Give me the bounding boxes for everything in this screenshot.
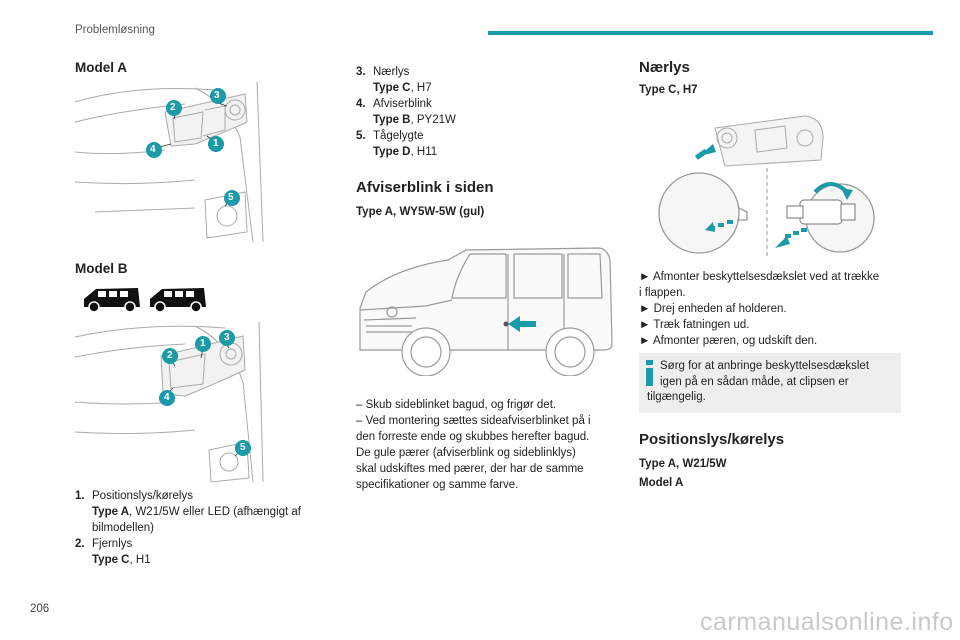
naerlys-steps: ► Afmonter beskyttelsesdækslet ved at tr… xyxy=(639,271,880,347)
naerlys-heading: Nærlys xyxy=(639,59,690,76)
side-indicator-heading: Afviserblink i siden xyxy=(356,179,494,196)
section-accent-bar xyxy=(488,31,933,35)
callout-markers xyxy=(146,88,240,206)
positionslys-model: Model A xyxy=(639,477,684,489)
bulb-list-part1: 1.Positionslys/kørelys Type A, W21/5W el… xyxy=(75,488,325,568)
positionslys-type: Type A, W21/5W xyxy=(639,458,727,470)
page-number: 206 xyxy=(30,603,50,615)
callout-markers xyxy=(159,330,251,456)
van-side-indicator-illustration xyxy=(356,247,616,380)
callout-2-label-b: 2 xyxy=(167,350,173,361)
side-indicator-type: Type A, WY5W-5W (gul) xyxy=(356,206,485,218)
callout-2-label: 2 xyxy=(170,102,176,113)
van-silhouette-icons xyxy=(84,288,206,313)
model-a-headlight-illustration xyxy=(75,82,264,243)
callout-3-label: 3 xyxy=(214,90,220,101)
callout-1-label: 1 xyxy=(213,138,219,149)
side-indicator-instructions: – Skub sideblinket bagud, og frigør det.… xyxy=(356,399,591,491)
callout-4-label-b: 4 xyxy=(164,392,170,403)
list-item: 2.Fjernlys Type C, H1 xyxy=(75,538,151,566)
callout-3-label-b: 3 xyxy=(224,332,230,343)
section-title: Problemløsning xyxy=(75,24,155,36)
callout-5-label-b: 5 xyxy=(240,442,246,453)
callout-4-label: 4 xyxy=(150,144,156,155)
bulb-replacement-illustration xyxy=(658,115,875,258)
list-item: 4.Afviserblink Type B, PY21W xyxy=(356,98,456,126)
callout-1-label-b: 1 xyxy=(200,338,206,349)
info-icon xyxy=(646,360,653,386)
naerlys-type: Type C, H7 xyxy=(639,84,698,96)
list-item: 5.Tågelygte Type D, H11 xyxy=(356,130,438,158)
list-item: 1.Positionslys/kørelys Type A, W21/5W el… xyxy=(75,490,301,534)
callout-5-label: 5 xyxy=(228,192,234,203)
model-a-heading: Model A xyxy=(75,60,127,75)
model-b-headlight-illustration xyxy=(75,322,264,483)
list-item: 3.Nærlys Type C, H7 xyxy=(356,66,432,94)
info-note-box: Sørg for at anbringe beskyttelsesdækslet… xyxy=(639,353,901,413)
watermark: carmanualsonline.info xyxy=(700,608,954,636)
info-note-text: Sørg for at anbringe beskyttelsesdækslet… xyxy=(647,360,870,403)
positionslys-heading: Positionslys/kørelys xyxy=(639,431,785,448)
bulb-list-part2: 3.Nærlys Type C, H7 4.Afviserblink Type … xyxy=(356,64,606,160)
model-b-heading: Model B xyxy=(75,261,128,276)
